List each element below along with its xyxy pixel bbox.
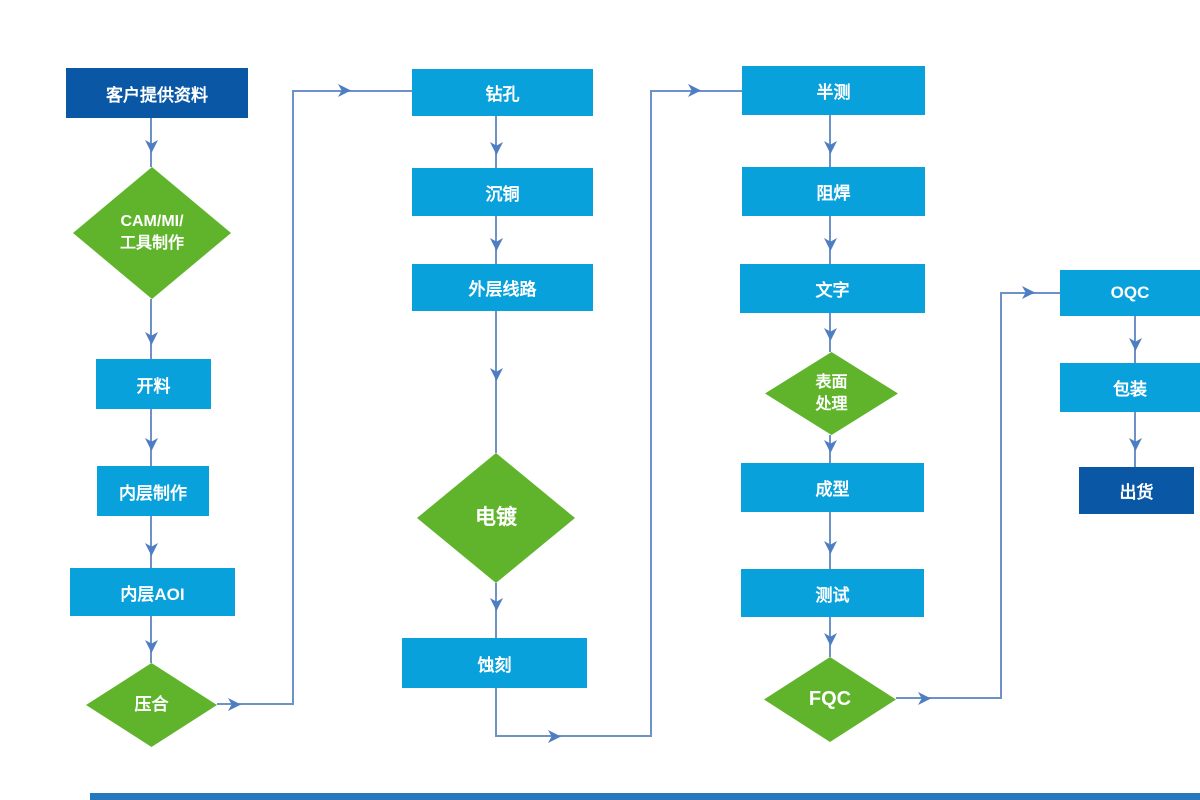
connector	[495, 583, 497, 638]
node-label: 出货	[1119, 483, 1154, 502]
node-oqc: OQC	[1060, 270, 1200, 316]
node-inner-layer: 内层制作	[97, 466, 209, 516]
decision-lamination: 压合	[86, 663, 217, 747]
decision-fqc: FQC	[764, 657, 896, 742]
connector	[495, 116, 497, 168]
connector	[829, 115, 831, 167]
node-label: 内层AOI	[120, 584, 185, 604]
connector	[150, 409, 152, 466]
connector	[217, 703, 294, 705]
node-label: 成型	[815, 480, 850, 499]
node-half-test: 半测	[742, 66, 925, 115]
node-label: 包装	[1113, 380, 1147, 399]
node-etching: 蚀刻	[402, 638, 587, 688]
connector	[1134, 316, 1136, 363]
connector	[896, 697, 1002, 699]
node-packaging: 包装	[1060, 363, 1200, 412]
node-label: 钻孔	[485, 85, 520, 104]
node-outer-circuit: 外层线路	[412, 264, 593, 311]
connector	[1134, 412, 1136, 467]
node-label: 客户提供资料	[106, 85, 208, 105]
connector	[150, 299, 152, 359]
node-label: 蚀刻	[477, 655, 512, 675]
node-label: OQC	[1110, 283, 1150, 302]
decision-surface-treatment: 表面 处理	[765, 352, 898, 435]
node-solder-mask: 阻焊	[742, 167, 925, 216]
node-cutting: 开料	[96, 359, 211, 409]
connector	[650, 90, 652, 737]
connector	[150, 616, 152, 663]
node-label: 沉铜	[485, 184, 520, 204]
node-silkscreen: 文字	[740, 264, 925, 313]
connector	[495, 735, 652, 737]
node-customer-data: 客户提供资料	[66, 68, 248, 118]
node-forming: 成型	[741, 463, 924, 512]
node-label: 外层线路	[468, 280, 537, 299]
node-label: 表面 处理	[815, 373, 848, 413]
connector	[495, 688, 497, 737]
connector	[150, 516, 152, 568]
node-label: 内层制作	[119, 483, 187, 503]
node-copper-deposition: 沉铜	[412, 168, 593, 216]
connector	[150, 118, 152, 167]
connector	[829, 216, 831, 264]
node-label: 文字	[815, 281, 850, 300]
connector	[495, 311, 497, 453]
node-label: 开料	[136, 376, 171, 396]
node-drilling: 钻孔	[412, 69, 593, 116]
node-label: 阻焊	[816, 184, 851, 203]
node-label: 半测	[816, 83, 851, 102]
node-label: 测试	[815, 585, 850, 605]
node-shipping: 出货	[1079, 467, 1194, 514]
connector	[829, 512, 831, 569]
bottom-accent-bar	[90, 793, 1200, 800]
connector	[292, 90, 412, 92]
node-label: FQC	[808, 688, 852, 710]
connector	[1000, 292, 1002, 699]
node-inner-aoi: 内层AOI	[70, 568, 235, 616]
node-testing: 测试	[741, 569, 924, 617]
node-label: 电镀	[475, 505, 517, 529]
node-label: CAM/MI/ 工具制作	[119, 213, 184, 252]
connector	[495, 216, 497, 264]
node-label: 压合	[134, 694, 169, 714]
decision-plating: 电镀	[417, 453, 575, 583]
decision-cam-mi-tooling: CAM/MI/ 工具制作	[73, 167, 231, 299]
connector	[292, 90, 294, 705]
